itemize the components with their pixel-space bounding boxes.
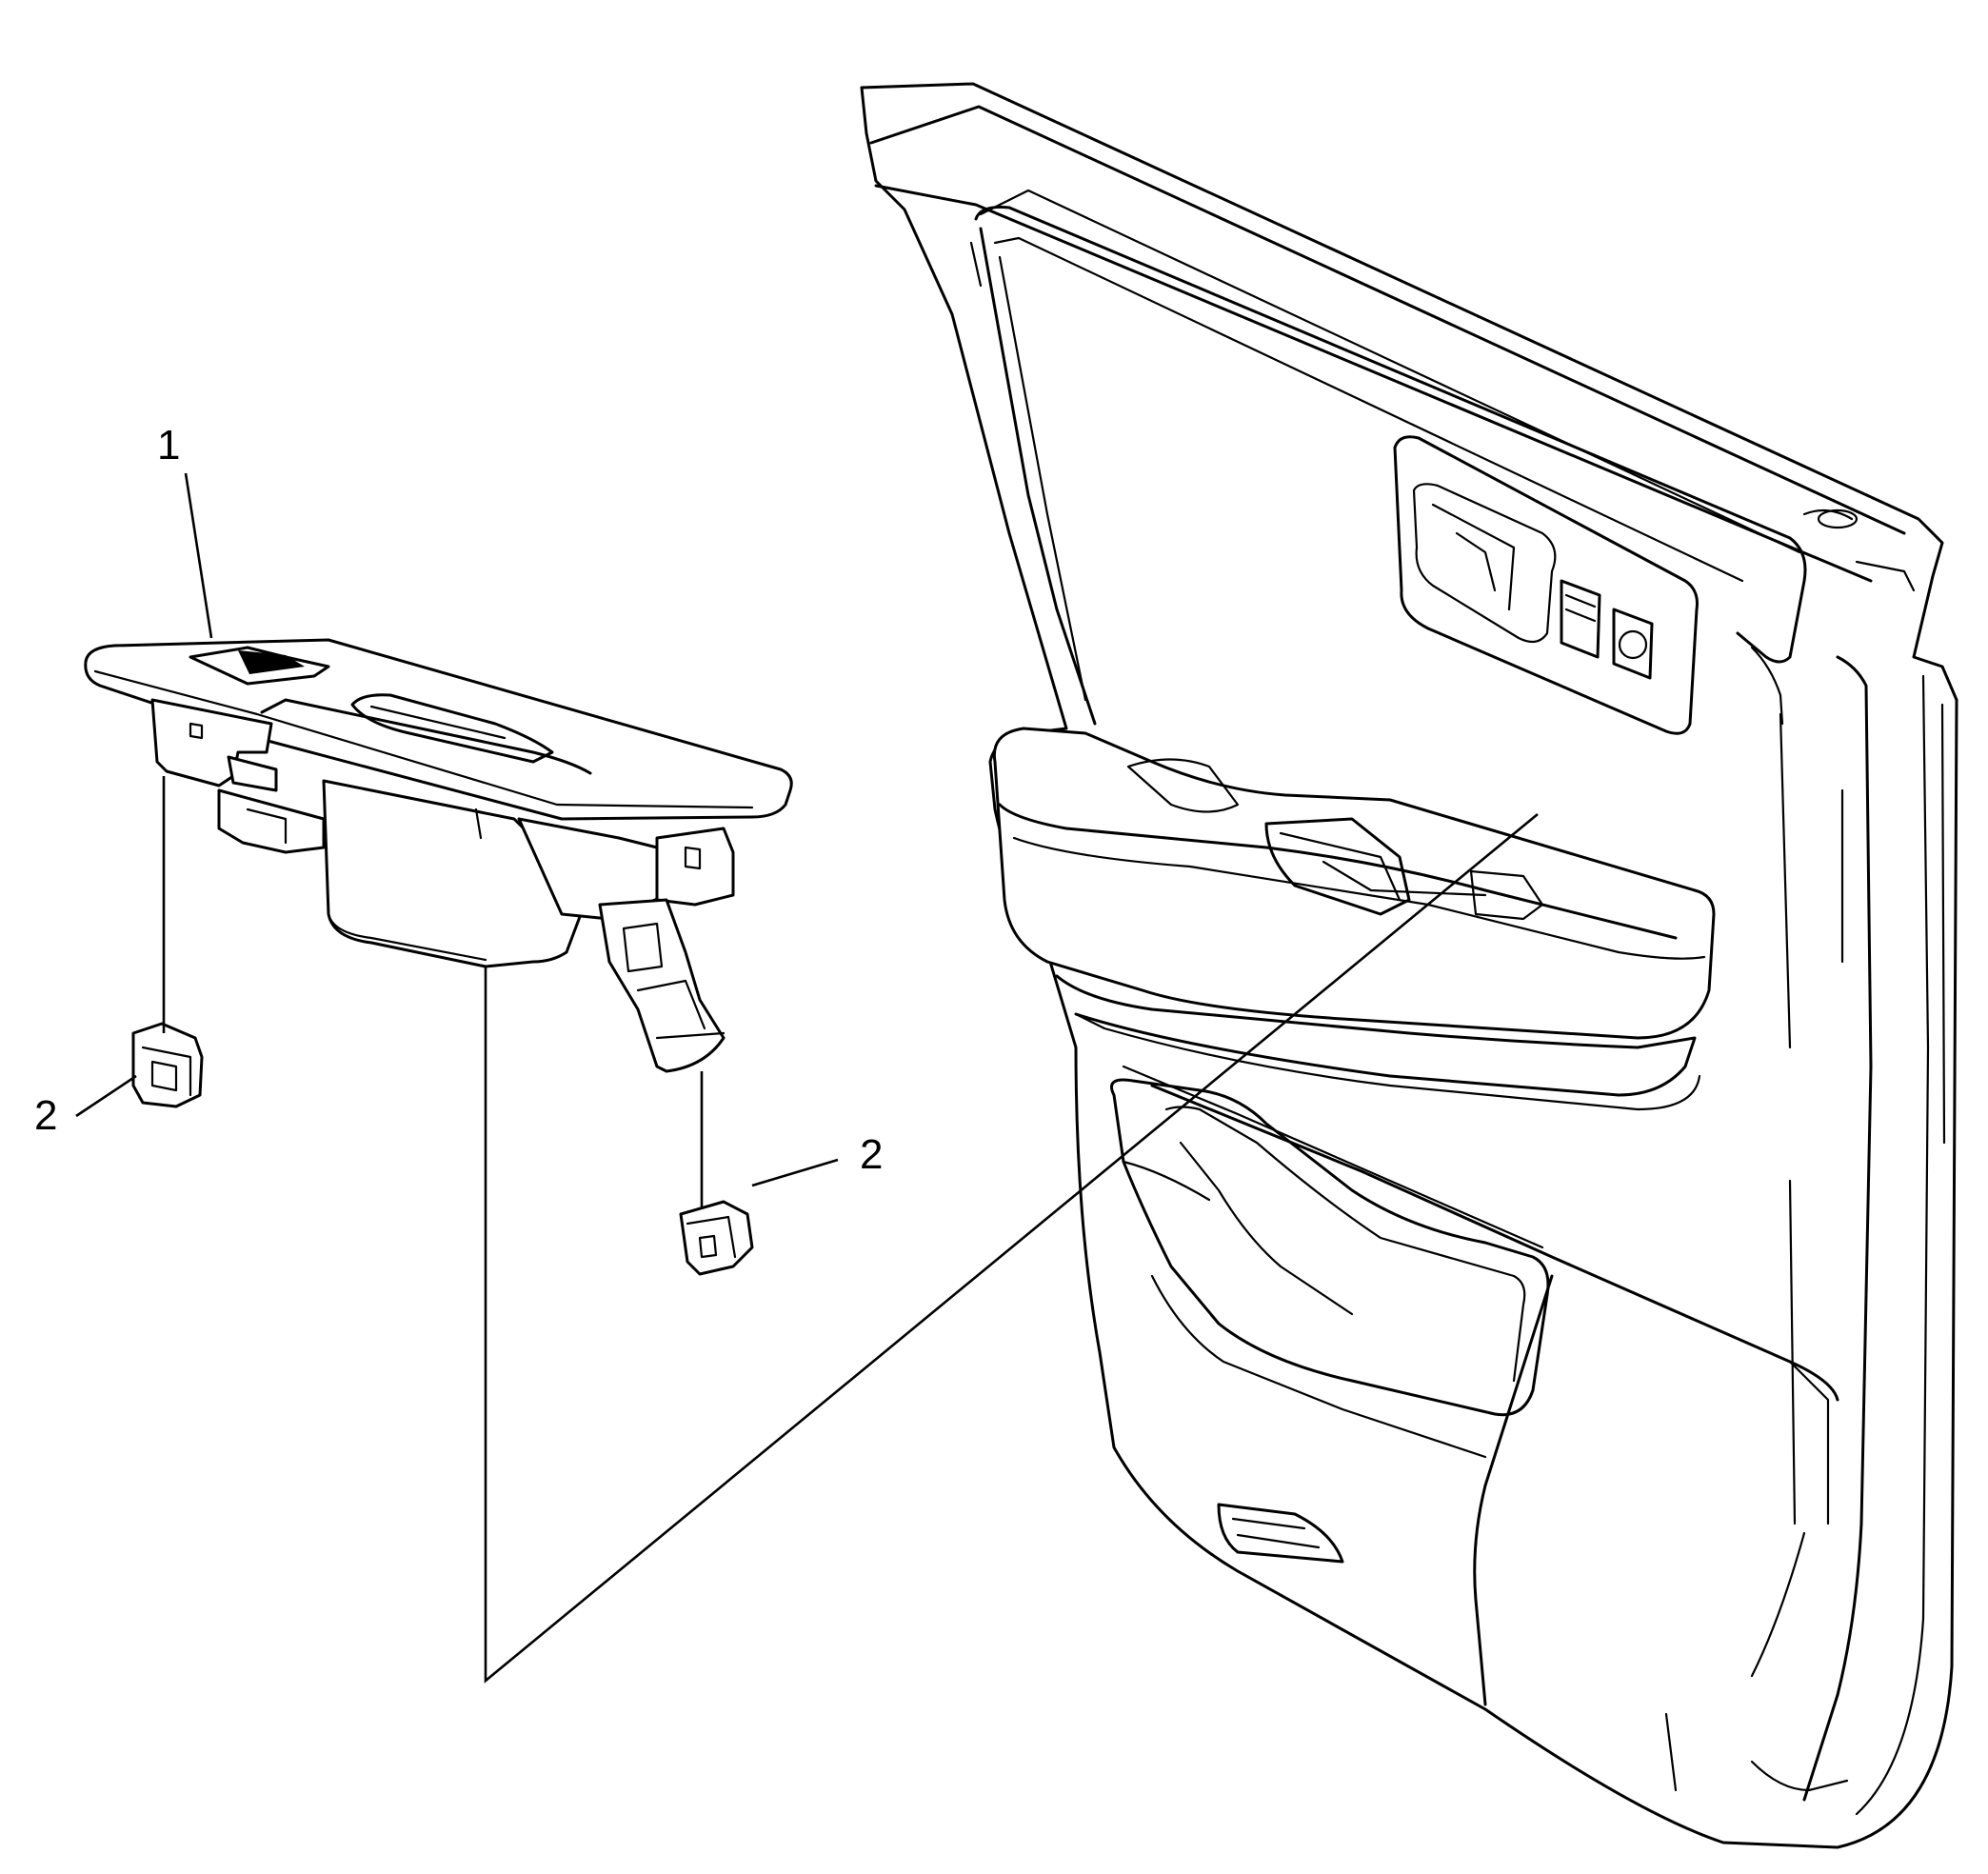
callout-label-2-left: 2 [34,1092,57,1139]
callout-label-2-right: 2 [860,1131,883,1178]
callout-label-1: 1 [157,422,180,468]
connector-left [131,1022,204,1108]
window-switch-bezel [84,638,793,1073]
door-trim-panel [860,82,1958,1849]
connector-right [679,1200,754,1276]
leader-lines [75,472,1539,1684]
